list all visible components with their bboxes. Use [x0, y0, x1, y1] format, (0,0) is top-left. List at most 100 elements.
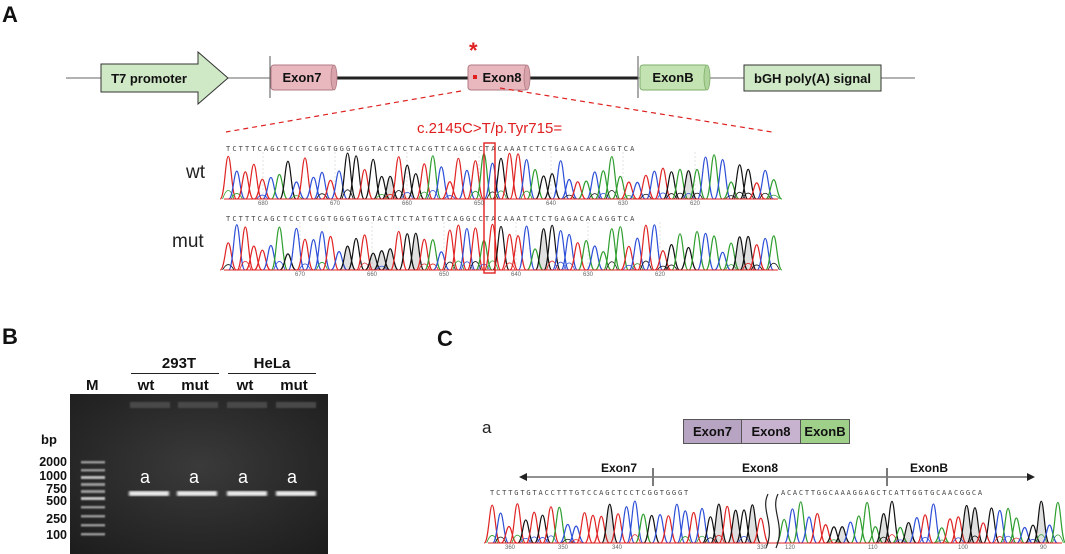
ladder-250-label: 250	[46, 512, 67, 526]
trace-minor-peak	[486, 535, 499, 544]
gel-well	[130, 402, 170, 408]
trace-peak-T	[390, 230, 408, 271]
trace-peak-A	[577, 240, 595, 271]
trace-minor-peak	[520, 190, 533, 200]
trace-peak-C	[432, 251, 450, 271]
trace-minor-peak	[696, 535, 708, 544]
trace-minor-peak	[691, 192, 704, 200]
trace-peak-C	[483, 162, 502, 200]
trace-peak-T	[355, 168, 374, 200]
trace-minor-peak	[742, 192, 755, 200]
trace-minor-peak	[298, 263, 312, 271]
trace-minor-peak	[375, 265, 388, 271]
ladder-band	[81, 461, 105, 464]
trace-peak-C	[626, 500, 644, 544]
trace-minor-peak	[494, 190, 508, 200]
panel-c-label: C	[437, 326, 453, 351]
trace-minor-peak	[588, 193, 601, 200]
trace-peak-C	[560, 233, 578, 271]
trace-peak-C	[262, 176, 280, 200]
trace-minor-peak	[656, 265, 669, 271]
trace-minor-peak	[1051, 534, 1064, 544]
mut-tick-label: 620	[655, 272, 666, 278]
agarose-gel	[70, 394, 328, 554]
panel-c-tick-label: 360	[505, 545, 516, 551]
gel-well	[178, 402, 218, 408]
trace-minor-peak	[605, 190, 618, 200]
trace-peak-C	[586, 171, 604, 200]
construct-diagram	[66, 50, 915, 133]
exonb-span-label: ExonB	[910, 461, 949, 475]
trace-peak-T	[509, 153, 527, 200]
trace-peak-A	[999, 507, 1017, 544]
wt-tick-label: 670	[330, 201, 341, 207]
sequence-break-mark	[765, 493, 780, 549]
ladder-band	[81, 483, 105, 486]
panel-c-sequence-left: TCTTGTGTACCTTTGTCCAGCTCCTCGGTGGGT	[490, 489, 691, 497]
trace-peak-T	[500, 233, 519, 271]
trace-minor-peak	[767, 194, 780, 200]
sample-band-4	[276, 491, 316, 496]
trace-peak-T	[415, 163, 433, 200]
trace-minor-peak	[273, 261, 286, 271]
mut-sequence: TCTTTCAGCTCCTCGGTGGGTGGTACTTCTATGTTCAGGC…	[226, 215, 637, 223]
trace-peak-C	[668, 503, 686, 544]
trace-minor-peak	[469, 261, 482, 271]
ladder-1000-label: 1000	[39, 469, 67, 483]
trace-minor-peak	[656, 192, 669, 200]
wt-sequence: TCTTTCAGCTCCTCGGTGGGTGGTACTTCTACGTTCAGGC…	[226, 145, 637, 153]
bp-label: bp	[41, 432, 57, 447]
trace-peak-C	[551, 229, 570, 271]
trace-minor-peak	[401, 191, 414, 200]
trace-minor-peak	[725, 264, 738, 271]
trace-minor-peak	[631, 263, 644, 271]
mut-chromatogram-trace	[219, 223, 783, 271]
trace-peak-T	[637, 174, 655, 200]
trace-peak-C	[693, 507, 711, 544]
exon7-span-label: Exon7	[601, 461, 638, 475]
trace-peak-T	[752, 517, 770, 544]
panel-c-tick-label: 120	[785, 545, 796, 551]
trace-minor-peak	[886, 534, 898, 544]
trace-minor-peak	[894, 539, 907, 544]
trace-peak-A	[688, 230, 706, 271]
wt-tick-label: 660	[402, 201, 413, 207]
mutation-asterisk: *	[469, 38, 478, 63]
trace-minor-peak	[443, 261, 456, 271]
panel-c-trace-left	[483, 500, 770, 544]
trace-minor-peak	[1010, 537, 1023, 544]
ladder-band	[81, 469, 105, 472]
ladder-band	[81, 497, 105, 500]
trace-peak-C	[228, 170, 246, 200]
trace-minor-peak	[418, 191, 431, 200]
isoform-a-label: a	[482, 418, 492, 437]
trace-peak-T	[718, 505, 736, 544]
trace-peak-A	[634, 513, 652, 544]
trace-peak-A	[933, 527, 950, 544]
trace-minor-peak	[639, 260, 652, 271]
trace-peak-T	[916, 514, 934, 544]
trace-minor-peak	[519, 537, 532, 544]
trace-peak-C	[645, 170, 664, 200]
trace-minor-peak	[486, 260, 499, 271]
ladder-band	[81, 515, 105, 518]
trace-peak-A	[526, 169, 544, 200]
trace-minor-peak	[546, 260, 559, 271]
trace-peak-T	[620, 181, 638, 200]
trace-minor-peak	[561, 538, 574, 544]
panel-b-label: B	[2, 324, 18, 349]
trace-peak-G	[825, 526, 843, 544]
trace-peak-C	[628, 237, 647, 271]
trace-peak-C	[330, 251, 348, 271]
trace-peak-T	[659, 515, 678, 544]
exonb-label: ExonB	[652, 70, 694, 85]
cellline-293t-underline	[131, 373, 219, 374]
mut-tick-label: 640	[511, 272, 522, 278]
exon8-span-label: Exon8	[742, 461, 779, 475]
trace-peak-T	[748, 244, 766, 271]
polya-box	[743, 64, 882, 92]
sample-band-2	[177, 491, 217, 496]
zoom-line-left	[225, 90, 462, 133]
trace-peak-T	[322, 179, 339, 200]
trace-peak-G	[492, 157, 510, 200]
